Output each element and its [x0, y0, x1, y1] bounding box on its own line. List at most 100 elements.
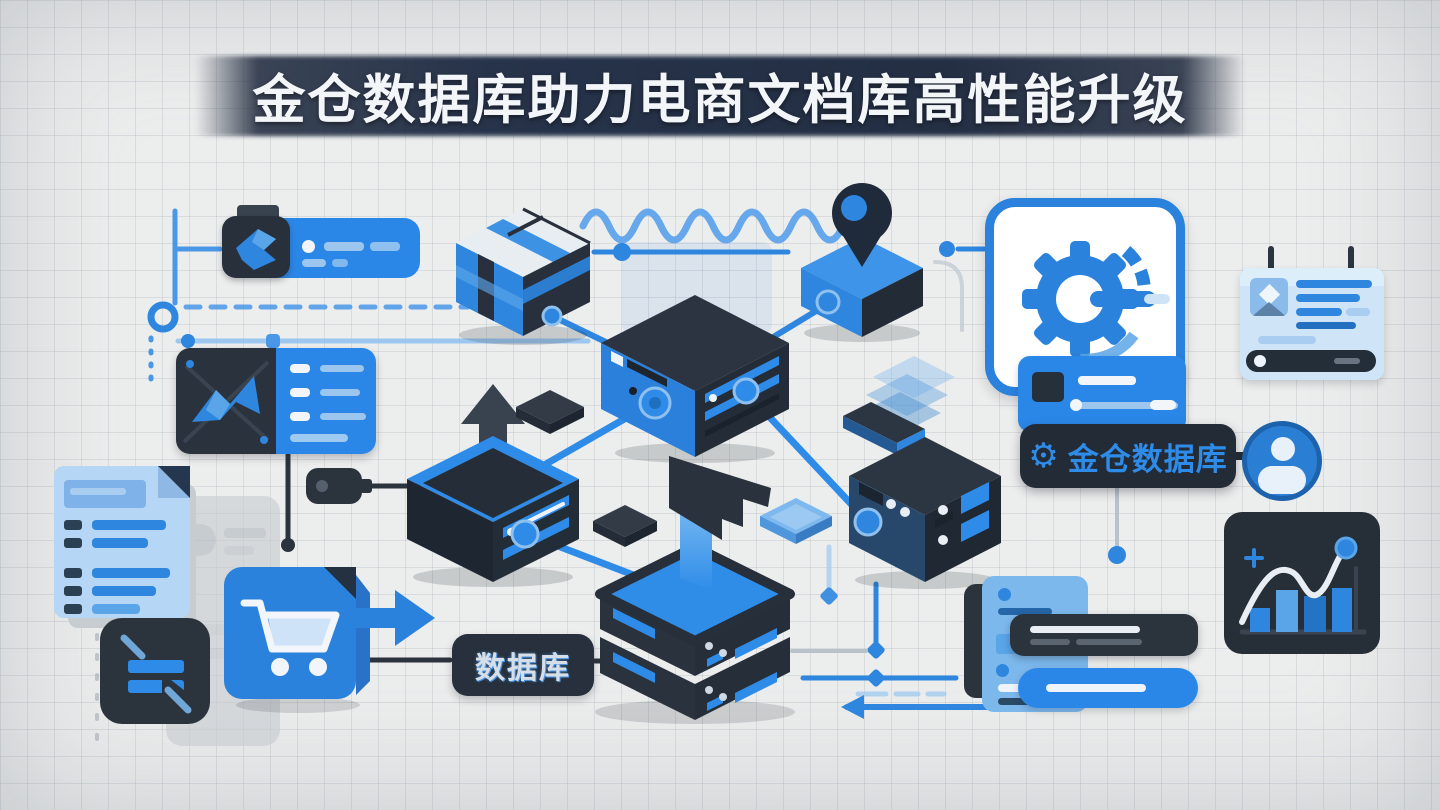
trend-line	[1239, 547, 1347, 625]
slider-dot	[1070, 399, 1082, 411]
app-logo-tile	[222, 216, 290, 278]
chart-bar	[1304, 596, 1326, 632]
blue-tile-icon	[760, 498, 832, 544]
image-thumbnail	[1250, 278, 1288, 316]
gear-icon: ⚙	[1028, 437, 1059, 475]
title-banner: 金仓数据库助力电商文档库高性能升级	[195, 56, 1245, 136]
server-cube-center	[601, 295, 789, 463]
node-dot	[181, 334, 195, 348]
location-cube-icon	[801, 183, 923, 342]
footer-dot	[1254, 355, 1266, 367]
analytics-list-panel	[276, 348, 376, 454]
wave-line	[579, 208, 847, 244]
text-bar	[1046, 684, 1146, 692]
text-bar	[1296, 294, 1360, 302]
text-bar	[290, 434, 348, 442]
node-dot	[613, 243, 631, 261]
text-bar	[370, 242, 400, 251]
ghost-layer-stack	[843, 356, 955, 455]
upload-server-cube	[407, 384, 579, 587]
angular-logo-icon	[236, 229, 276, 270]
text-bar	[302, 259, 326, 267]
text-bar	[998, 608, 1052, 615]
edit-list-icon	[100, 618, 210, 724]
list-bullet-bar	[290, 388, 310, 397]
mountain-chart-icon	[182, 360, 270, 444]
node-ring	[147, 301, 179, 333]
settings-subcard	[1018, 356, 1186, 432]
ghost-bar	[224, 546, 254, 555]
flag-icon	[669, 456, 771, 540]
analytics-logo-panel	[176, 348, 276, 454]
upload-arrow-icon	[461, 384, 525, 480]
ghost-bar	[182, 624, 254, 635]
page-fold	[324, 567, 356, 599]
node-dot	[939, 241, 955, 257]
user-avatar	[1242, 421, 1322, 501]
slider-track	[1073, 402, 1178, 409]
thumbnail-mountain	[1250, 302, 1288, 316]
ghost-bar	[224, 528, 266, 538]
server-cube-right	[849, 437, 1001, 589]
text-bar	[1076, 639, 1142, 645]
thumbnail-square	[1032, 372, 1064, 402]
dark-pill-row	[1010, 614, 1198, 656]
package-box-icon	[456, 207, 591, 345]
node-dot	[281, 538, 295, 552]
database-label-text: 数据库	[475, 652, 571, 685]
arrowhead-left	[841, 695, 864, 719]
text-bar	[324, 242, 364, 251]
footer-bar	[1334, 358, 1360, 364]
chart-bar	[1250, 608, 1270, 632]
analytics-card	[176, 348, 376, 454]
text-bar	[320, 365, 364, 372]
text-bar	[1078, 376, 1136, 385]
text-bar	[1346, 308, 1370, 316]
pencil-icon	[120, 634, 146, 660]
avatar-body	[1258, 466, 1306, 494]
list-bullet-bar	[290, 412, 310, 421]
dark-tile-icon	[516, 390, 584, 434]
text-bar	[998, 698, 1038, 705]
database-server-stack	[595, 456, 795, 724]
chart-bar	[1276, 590, 1298, 632]
text-bar	[332, 259, 348, 267]
page-title: 金仓数据库助力电商文档库高性能升级	[252, 71, 1188, 130]
pin-icon	[1268, 246, 1274, 284]
text-bar	[1030, 639, 1070, 645]
plus-icon	[1244, 548, 1264, 568]
slider-handle	[1150, 400, 1176, 410]
text-bar	[1296, 280, 1372, 288]
key-connector-icon	[306, 468, 372, 504]
blue-pill-row	[1018, 668, 1198, 708]
kingbase-brand-badge: ⚙ 金仓数据库	[1020, 424, 1236, 488]
list-bullet-bar	[290, 364, 310, 373]
map-pin-icon	[832, 183, 892, 267]
document-icon	[54, 466, 196, 628]
text-bar	[1296, 308, 1342, 316]
growth-chart-card	[1224, 512, 1380, 654]
flow-arrow-icon	[345, 590, 435, 646]
node-diamond	[867, 641, 885, 659]
node-diamond	[867, 669, 885, 687]
note-card-body	[1240, 268, 1384, 380]
shopping-cart-icon	[224, 567, 370, 713]
badge-avatar-link	[1230, 452, 1252, 460]
title-banner-background	[195, 56, 1245, 136]
node-dot	[1108, 546, 1126, 564]
text-bar	[1258, 336, 1316, 344]
bullet-dot	[996, 664, 1009, 677]
pinned-note-card	[1240, 246, 1384, 380]
avatar-head	[1271, 437, 1295, 461]
chart-bar	[1332, 588, 1352, 632]
trend-endpoint-dot	[1334, 536, 1358, 560]
gear-gauge-icon	[1022, 241, 1170, 365]
node-diamond	[820, 587, 838, 605]
brand-badge-label: 金仓数据库	[1067, 441, 1228, 477]
bullet-dot	[998, 588, 1011, 601]
dark-tile-icon	[593, 505, 657, 547]
status-dot	[302, 240, 315, 253]
faint-corner-line	[933, 260, 964, 332]
